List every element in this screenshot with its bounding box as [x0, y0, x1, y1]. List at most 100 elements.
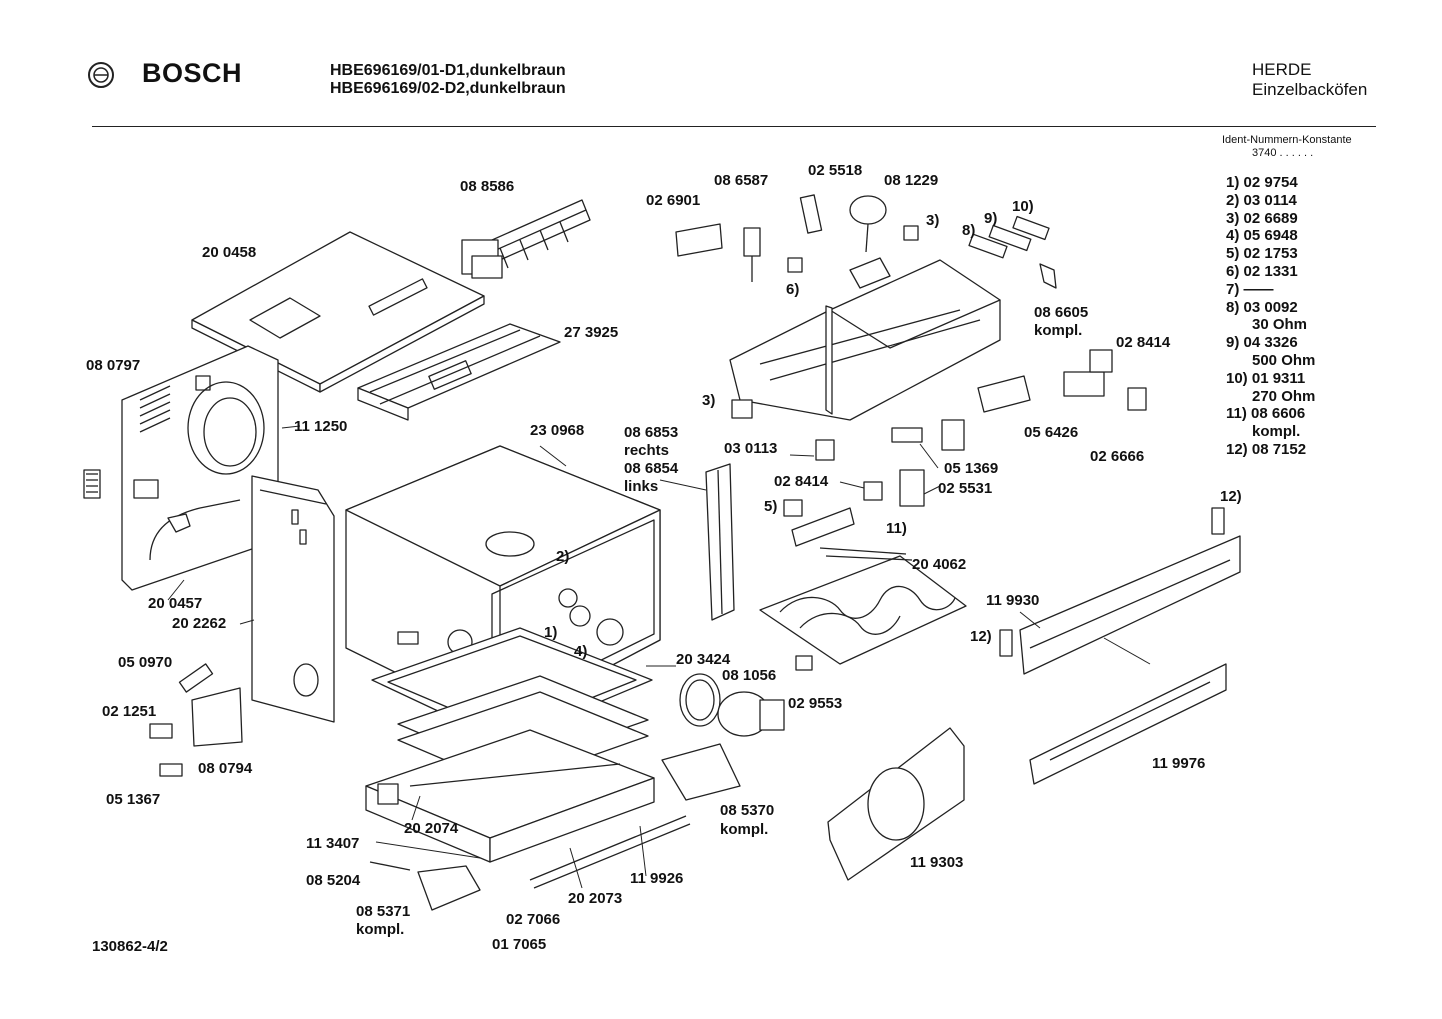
- part-label: 08 6605: [1034, 304, 1089, 321]
- legend-item: 8) 03 0092: [1226, 298, 1298, 316]
- part-label: 11 9926: [630, 870, 684, 887]
- legend-item-detail: 270 Ohm: [1252, 387, 1316, 405]
- part-label: 9): [984, 210, 998, 227]
- part-label: 05 1369: [944, 460, 999, 477]
- part-label: 8): [962, 222, 976, 239]
- part-label: 11 9303: [910, 854, 964, 871]
- part-label: 23 0968: [530, 422, 585, 439]
- legend-item-detail: kompl.: [1252, 423, 1301, 441]
- part-label: 05 0970: [118, 654, 173, 671]
- subcategory-title: Einzelbacköfen: [1252, 80, 1368, 99]
- part-label: 3): [926, 212, 940, 229]
- legend-item: 6) 02 1331: [1226, 262, 1298, 280]
- part-label: kompl.: [356, 921, 405, 938]
- part-label: 20 0457: [148, 595, 203, 612]
- part-label: 20 2074: [404, 820, 459, 837]
- part-label: kompl.: [720, 821, 769, 838]
- fan-cover: [827, 727, 965, 881]
- part-label: 11 9976: [1152, 755, 1206, 772]
- back-wall-panel: [83, 345, 279, 591]
- part-label: rechts: [624, 442, 670, 459]
- part-label: 08 5370: [720, 802, 775, 819]
- part-label: 12): [970, 628, 992, 645]
- bottom-tray: [365, 729, 691, 889]
- legend-item-detail: 500 Ohm: [1252, 351, 1316, 369]
- trim-strips: [999, 507, 1241, 785]
- part-label: 02 8414: [1116, 334, 1171, 351]
- part-label: 03 0113: [724, 440, 778, 457]
- thermostat-parts: [675, 194, 919, 282]
- model-line-2: HBE696169/02-D2,dunkelbraun: [330, 80, 566, 97]
- part-label: 08 6587: [714, 172, 769, 189]
- part-label: 02 7066: [506, 911, 561, 928]
- part-label: 1): [544, 624, 558, 641]
- part-label: 5): [764, 498, 778, 515]
- part-label: 05 1367: [106, 791, 161, 808]
- part-label: 10): [1012, 198, 1034, 215]
- brand-name: BOSCH: [142, 58, 243, 88]
- hinge-rail: [705, 463, 735, 621]
- model-line-1: HBE696169/01-D1,dunkelbraun: [330, 62, 566, 79]
- part-label: 02 1251: [102, 703, 157, 720]
- legend-item: 9) 04 3326: [1226, 334, 1298, 352]
- legend-item: 10) 01 9311: [1226, 369, 1306, 387]
- part-label: 02 5518: [808, 162, 863, 179]
- part-label: 11 1250: [294, 418, 348, 435]
- legend-item: 3) 02 6689: [1226, 209, 1298, 227]
- part-label: 4): [574, 643, 588, 660]
- category-title: HERDE: [1252, 60, 1312, 79]
- part-label: 20 2073: [568, 890, 623, 907]
- legend-item: 12) 08 7152: [1226, 440, 1307, 458]
- leader-lines: [167, 425, 1151, 889]
- part-label: 20 2262: [172, 615, 227, 632]
- front-strip: [357, 323, 561, 421]
- document-number: 130862-4/2: [92, 938, 168, 955]
- part-label: 02 6901: [646, 192, 701, 209]
- part-label: 08 5204: [306, 872, 361, 889]
- part-label: 02 5531: [938, 480, 993, 497]
- side-panel: [251, 475, 335, 723]
- part-label: 20 0458: [202, 244, 257, 261]
- header-rule: [92, 126, 1376, 127]
- legend-item: 7) ——: [1226, 280, 1274, 298]
- brand-logo-icon: [88, 62, 114, 88]
- part-label: 2): [556, 548, 570, 565]
- part-label: 6): [786, 281, 800, 298]
- part-label: 27 3925: [564, 324, 619, 341]
- legend-item: 11) 08 6606: [1226, 405, 1306, 423]
- legend-item-detail: 30 Ohm: [1252, 316, 1308, 334]
- part-label: 08 0794: [198, 760, 253, 777]
- legend-item: 2) 03 0114: [1226, 191, 1297, 209]
- part-label: 08 1056: [722, 667, 777, 684]
- part-label: 20 4062: [912, 556, 967, 573]
- control-module: [729, 257, 1001, 421]
- part-label: 11 9930: [986, 592, 1040, 609]
- bottom-heating-element: [759, 547, 967, 665]
- part-label: 08 8586: [460, 178, 515, 195]
- part-legend: 1) 02 9754 2) 03 0114 3) 02 6689 4) 05 6…: [1226, 174, 1315, 459]
- part-label: 11): [886, 520, 907, 537]
- part-label: 05 6426: [1024, 424, 1079, 441]
- part-label: 02 8414: [774, 473, 829, 490]
- resistors: [968, 215, 1057, 289]
- legend-item: 1) 02 9754: [1226, 174, 1298, 191]
- part-label: 12): [1220, 488, 1242, 505]
- small-parts: [149, 663, 741, 911]
- part-label: 08 0797: [86, 357, 141, 374]
- switch-components: [731, 349, 1147, 547]
- tangential-fan: [461, 199, 591, 279]
- part-label: 08 1229: [884, 172, 939, 189]
- part-label: 08 6853: [624, 424, 679, 441]
- legend-item: 5) 02 1753: [1226, 245, 1298, 263]
- ident-value: 3740 . . . . . .: [1252, 147, 1314, 159]
- part-label: 02 6666: [1090, 448, 1145, 465]
- legend-item: 4) 05 6948: [1226, 227, 1298, 245]
- part-label: 02 9553: [788, 695, 843, 712]
- part-label: 08 6854: [624, 460, 679, 477]
- convection-fan-motor: [679, 655, 813, 737]
- part-label: 08 5371: [356, 903, 411, 920]
- part-label: links: [624, 478, 659, 495]
- ident-title: Ident-Nummern-Konstante: [1222, 134, 1352, 146]
- part-label: 11 3407: [306, 835, 360, 852]
